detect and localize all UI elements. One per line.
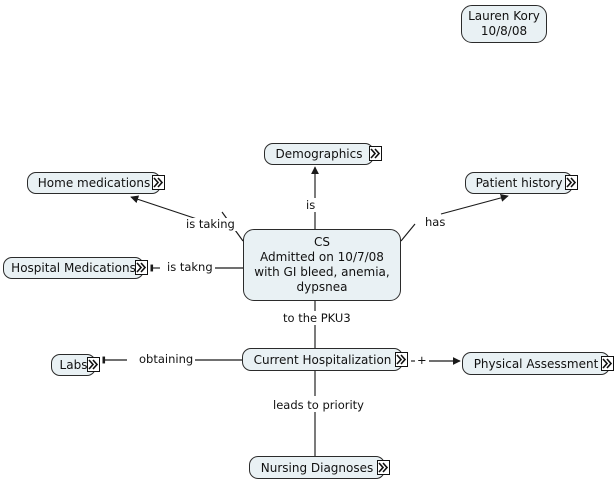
link-label-has[interactable]: has — [423, 215, 448, 229]
node-cs-patient[interactable]: CS Admitted on 10/7/08 with GI bleed, an… — [243, 229, 401, 301]
link-label-plus[interactable]: + — [415, 353, 429, 367]
edge-cs-to-patient-history — [440, 193, 509, 215]
double-chevron-icon[interactable] — [87, 357, 100, 372]
node-hospital-medications[interactable]: Hospital Medications — [3, 257, 144, 279]
link-label-obtaining[interactable]: obtaining — [137, 352, 196, 366]
node-patient-history[interactable]: Patient history — [465, 172, 573, 194]
double-chevron-icon[interactable] — [395, 352, 408, 367]
node-demographics[interactable]: Demographics — [264, 143, 374, 165]
edge-cs-to-patient-history-tail — [400, 223, 416, 242]
double-chevron-icon[interactable] — [377, 460, 390, 475]
link-label-leads-to-priority[interactable]: leads to priority — [271, 398, 366, 412]
link-label-to-the-pku3[interactable]: to the PKU3 — [281, 311, 353, 325]
node-nursing-diagnoses[interactable]: Nursing Diagnoses — [249, 456, 385, 479]
double-chevron-icon[interactable] — [565, 175, 578, 190]
node-current-hospitalization[interactable]: Current Hospitalization — [242, 348, 403, 371]
node-home-medications[interactable]: Home medications — [27, 172, 161, 194]
link-label-is[interactable]: is — [304, 198, 318, 212]
link-label-is-taking[interactable]: is taking — [184, 217, 237, 231]
node-physical-assessment[interactable]: Physical Assessment — [462, 352, 610, 375]
node-author[interactable]: Lauren Kory 10/8/08 — [461, 5, 547, 43]
double-chevron-icon[interactable] — [135, 260, 148, 275]
link-label-is-takng[interactable]: is takng — [165, 260, 215, 274]
double-chevron-icon[interactable] — [152, 175, 165, 190]
double-chevron-icon[interactable] — [369, 146, 382, 161]
double-chevron-icon[interactable] — [601, 356, 614, 371]
